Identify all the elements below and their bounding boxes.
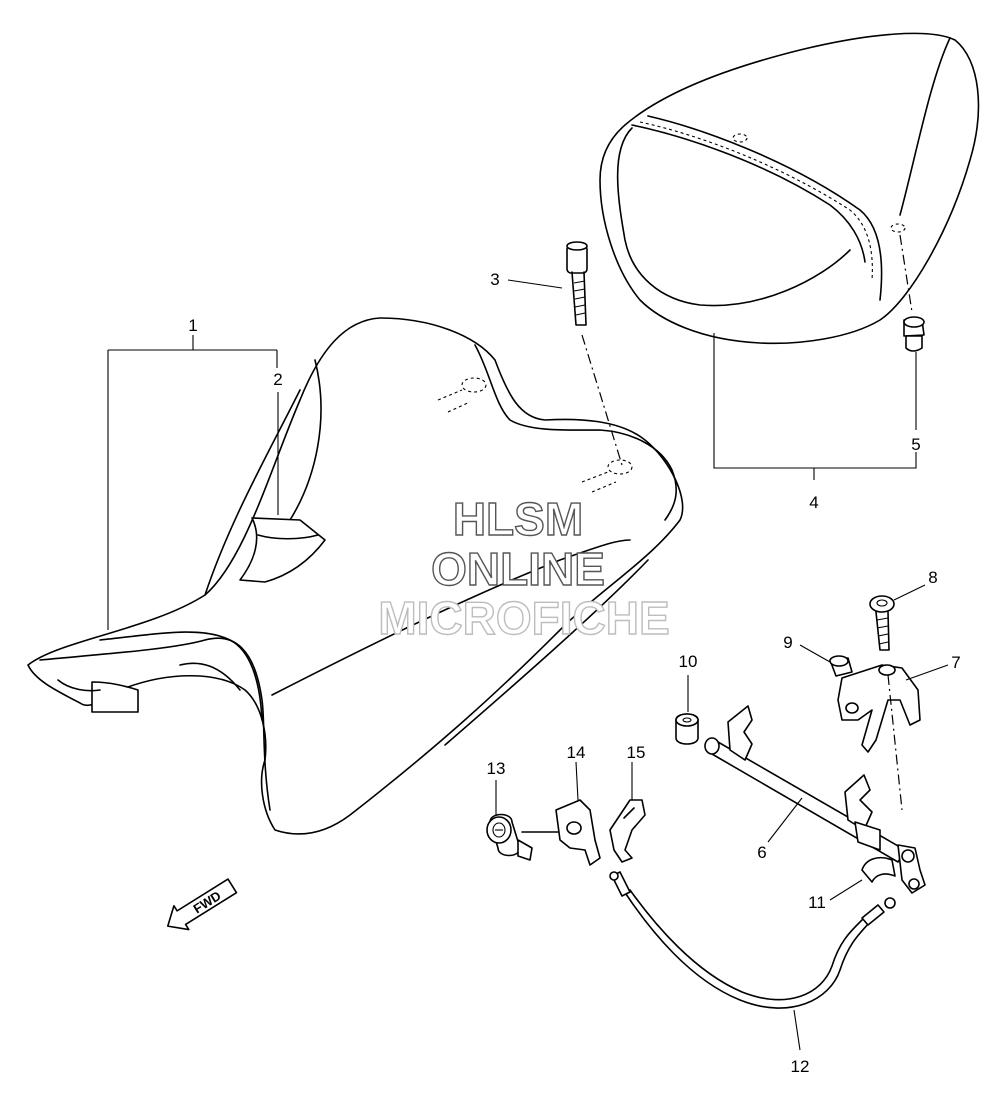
seat-lock-rod-6[interactable] <box>704 705 926 894</box>
clip-11[interactable] <box>861 856 896 883</box>
damper-10[interactable] <box>675 713 699 745</box>
bolt-3[interactable] <box>566 241 623 466</box>
part-label-5: 5 <box>911 435 920 454</box>
damper-5[interactable] <box>899 234 925 352</box>
part-label-10: 10 <box>679 652 698 671</box>
part-label-2: 2 <box>273 370 282 389</box>
part-label-4: 4 <box>809 493 818 512</box>
part-label-12: 12 <box>791 1057 810 1076</box>
seat-lock-cable-12[interactable] <box>609 871 896 1009</box>
part-label-13: 13 <box>487 759 506 778</box>
part-label-15: 15 <box>627 743 646 762</box>
part-label-1: 1 <box>188 316 197 335</box>
part-label-8: 8 <box>928 568 937 587</box>
main-seat[interactable] <box>27 317 684 835</box>
watermark: HLSM ONLINE MICROFICHE <box>378 492 671 644</box>
watermark-line1: HLSM <box>453 493 583 545</box>
plate-14[interactable] <box>555 799 601 866</box>
clip-15[interactable] <box>609 799 646 863</box>
collar-9[interactable] <box>829 655 853 677</box>
part-label-11: 11 <box>808 893 826 912</box>
watermark-line3: MICROFICHE <box>378 592 669 644</box>
fwd-arrow-icon: FWD <box>166 878 238 931</box>
part-label-3: 3 <box>490 270 499 289</box>
leader-lines <box>107 279 949 1051</box>
bolt-8[interactable] <box>869 595 895 651</box>
rear-seat[interactable] <box>599 32 980 345</box>
part-labels: 1 2 3 4 5 6 7 8 9 10 11 12 13 14 15 <box>188 270 960 1076</box>
part-label-7: 7 <box>951 653 960 672</box>
key-cylinder-13[interactable] <box>486 813 561 861</box>
part-label-6: 6 <box>757 843 766 862</box>
part-label-14: 14 <box>567 743 586 762</box>
part-label-9: 9 <box>783 633 792 652</box>
watermark-line2: ONLINE <box>431 543 605 595</box>
